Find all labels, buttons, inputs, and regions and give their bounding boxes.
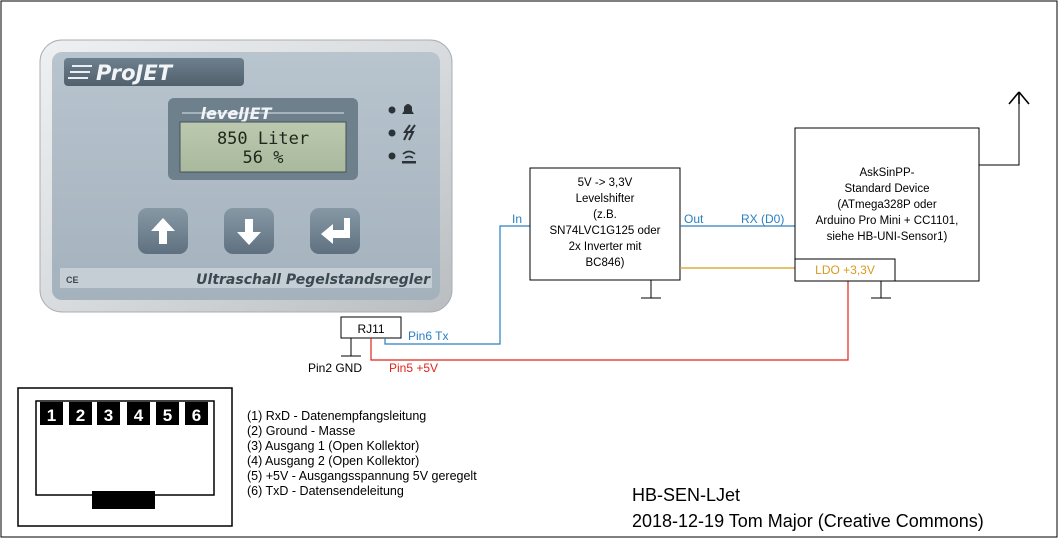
lcd-line-2: 56 % xyxy=(243,148,284,168)
pin-number: 3 xyxy=(104,406,113,425)
pin-cell xyxy=(156,402,179,425)
pin-row: 1 2 3 4 5 6 xyxy=(40,402,208,425)
led-dot xyxy=(388,129,396,137)
pin-cell xyxy=(185,402,208,425)
indicator-wave xyxy=(388,150,416,164)
model-logo: levelJET xyxy=(201,104,273,123)
lightning-icon xyxy=(403,124,416,141)
asksinpp-box xyxy=(794,127,980,282)
pinout-legend: (1) RxD - Datenempfangsleitung (2) Groun… xyxy=(247,409,477,498)
footer-strip xyxy=(60,268,432,288)
asksinpp-line: (ATmega328P oder xyxy=(837,199,936,211)
tx-label: Pin6 Tx xyxy=(408,329,448,343)
levelshifter-in-label: In xyxy=(512,212,522,226)
lcd-screen xyxy=(179,121,347,173)
pin-cell xyxy=(69,402,92,425)
levelshifter-line: (z.B. xyxy=(593,209,617,221)
legend-line: (5) +5V - Ausgangsspannung 5V geregelt xyxy=(247,469,477,483)
pin-number: 5 xyxy=(163,406,172,425)
device-footer-text: Ultraschall Pegelstandsregler xyxy=(196,272,431,288)
asksinpp-line: Standard Device xyxy=(844,183,929,195)
led-dot xyxy=(388,152,396,160)
legend-line: (1) RxD - Datenempfangsleitung xyxy=(247,409,426,423)
levelshifter-line: Levelshifter xyxy=(576,193,635,205)
asksinpp-line: AskSinPP- xyxy=(860,167,915,179)
ldo-label: LDO +3,3V xyxy=(815,263,875,277)
enter-icon xyxy=(321,218,350,244)
diagram-credit: 2018-12-19 Tom Major (Creative Commons) xyxy=(632,511,984,531)
ce-mark: CE xyxy=(66,275,79,285)
vcc-wire xyxy=(370,281,849,361)
pin-number: 1 xyxy=(47,406,56,425)
jack-body xyxy=(35,400,215,496)
pin-number: 2 xyxy=(76,406,85,425)
pin-number: 4 xyxy=(134,406,144,425)
lcd-line-1: 850 Liter xyxy=(217,129,309,149)
pin-cell xyxy=(97,402,120,425)
levelshifter-line: 2x Inverter mit xyxy=(569,241,643,253)
levelshifter-box xyxy=(529,167,681,281)
legend-line: (2) Ground - Masse xyxy=(247,424,355,438)
levelshifter-out-label: Out xyxy=(684,212,704,226)
vcc-label: Pin5 +5V xyxy=(389,361,438,375)
down-arrow-icon xyxy=(237,219,261,245)
gnd-label: Pin2 GND xyxy=(308,361,362,375)
levelshifter-text: 5V -> 3,3V Levelshifter (z.B. SN74LVC1G1… xyxy=(549,177,660,269)
bell-icon xyxy=(402,104,414,114)
legend-line: (3) Ausgang 1 (Open Kollektor) xyxy=(247,439,419,453)
pin-number: 6 xyxy=(192,406,201,425)
led-dot xyxy=(388,106,396,114)
asksinpp-line: Arduino Pro Mini + CC1101, xyxy=(816,215,959,227)
wave-icon xyxy=(402,150,416,164)
asksinpp-line: siehe HB-UNI-Sensor1) xyxy=(827,231,948,243)
up-arrow-icon xyxy=(151,218,175,244)
indicator-bell xyxy=(388,104,414,114)
pin-cell xyxy=(127,402,150,425)
indicator-lightning xyxy=(388,124,416,141)
leveljet-device: ProJET levelJET 850 Liter 56 % xyxy=(39,39,453,313)
diagram-title: HB-SEN-LJet xyxy=(632,485,740,505)
levelshifter-line: 5V -> 3,3V xyxy=(578,177,633,189)
antenna-icon xyxy=(979,91,1030,166)
tx-wire xyxy=(384,225,530,345)
levelshifter-line: SN74LVC1G125 oder xyxy=(549,225,660,237)
legend-line: (4) Ausgang 2 (Open Kollektor) xyxy=(247,454,419,468)
rx-label: RX (D0) xyxy=(741,212,784,226)
brand-bar xyxy=(64,58,244,86)
brand-logo: ProJET xyxy=(96,61,174,85)
rj11-label: RJ11 xyxy=(357,322,384,336)
pin-cell xyxy=(40,402,63,425)
levelshifter-line: BC846) xyxy=(586,257,625,269)
ldo-box xyxy=(794,258,896,282)
legend-line: (6) TxD - Datensendeleitung xyxy=(247,484,404,498)
jack-latch xyxy=(92,491,155,509)
asksinpp-text: AskSinPP- Standard Device (ATmega328P od… xyxy=(816,167,959,243)
